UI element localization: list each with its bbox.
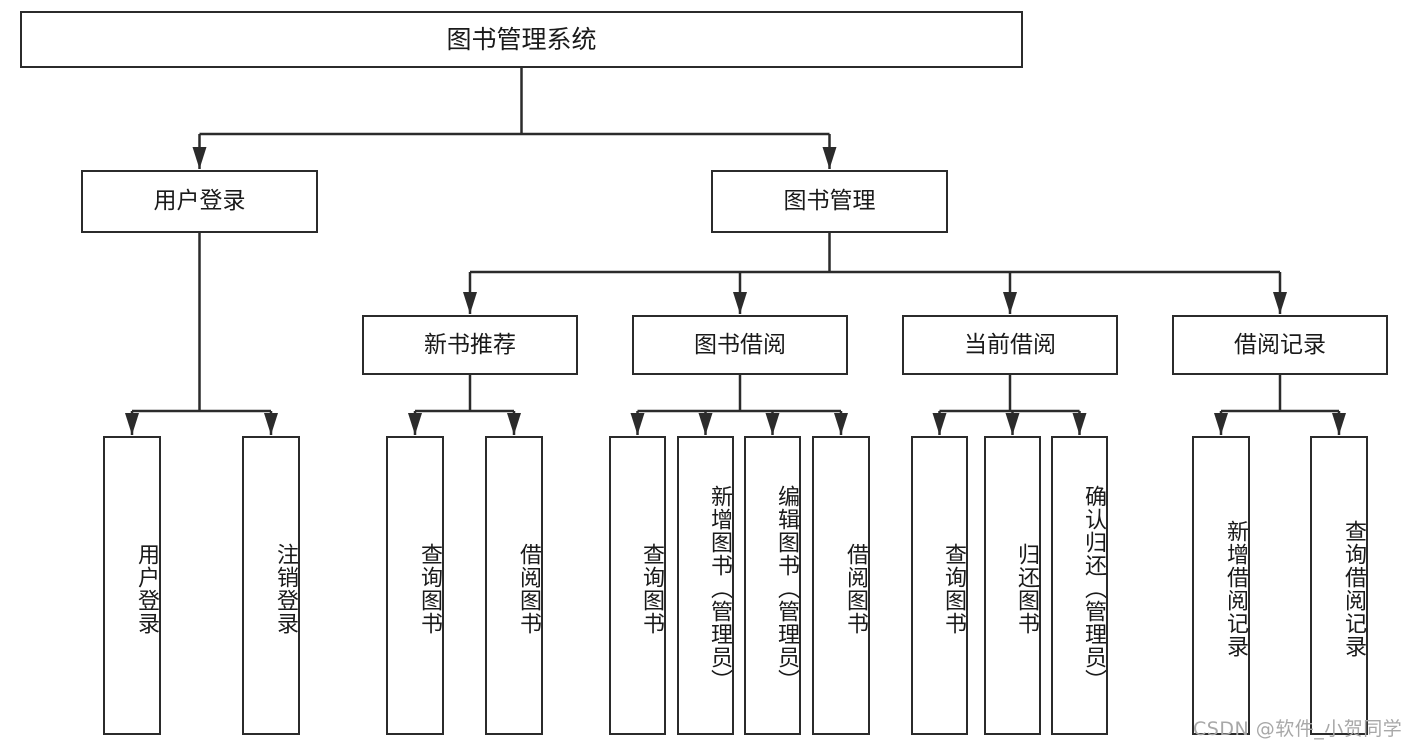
arrow-head <box>630 413 645 435</box>
node-label: 图书管理系统 <box>446 25 597 54</box>
arrow-head <box>698 413 713 435</box>
node-records[interactable]: 借阅记录 <box>1172 315 1388 375</box>
node-label: 查询图书 <box>941 542 966 635</box>
arrow-head <box>1332 413 1346 435</box>
arrow-head <box>932 413 947 435</box>
node-current[interactable]: 当前借阅 <box>902 315 1118 375</box>
node-label: 编辑图书（管理员） <box>774 485 799 692</box>
node-label: 用户登录 <box>153 188 246 215</box>
node-label: 图书借阅 <box>694 331 786 358</box>
node-leaf10[interactable]: 归还图书 <box>984 436 1041 735</box>
arrow-head <box>125 413 139 435</box>
node-leaf5[interactable]: 查询图书 <box>609 436 666 735</box>
node-label: 借阅记录 <box>1234 331 1326 358</box>
arrow-head <box>463 292 477 314</box>
arrow-head <box>822 147 837 169</box>
arrow-head <box>1003 292 1017 314</box>
node-leaf2[interactable]: 注销登录 <box>242 436 300 735</box>
node-label: 查询借阅记录 <box>1341 519 1366 658</box>
arrow-head <box>408 413 422 435</box>
arrow-head <box>1005 413 1020 435</box>
node-login[interactable]: 用户登录 <box>81 170 318 233</box>
node-label: 注销登录 <box>273 542 298 635</box>
node-label: 借阅图书 <box>843 542 868 635</box>
node-leaf4[interactable]: 借阅图书 <box>485 436 543 735</box>
node-label: 用户登录 <box>134 542 159 635</box>
node-label: 查询图书 <box>639 542 664 635</box>
node-leaf7[interactable]: 编辑图书（管理员） <box>744 436 801 735</box>
node-newbook[interactable]: 新书推荐 <box>362 315 578 375</box>
node-label: 归还图书 <box>1014 542 1039 635</box>
arrow-head <box>1273 292 1287 314</box>
node-label: 确认归还（管理员） <box>1081 485 1106 692</box>
node-borrow[interactable]: 图书借阅 <box>632 315 848 375</box>
node-leaf13[interactable]: 查询借阅记录 <box>1310 436 1368 735</box>
arrow-head <box>1072 413 1087 435</box>
arrow-head <box>765 413 780 435</box>
node-label: 新增借阅记录 <box>1223 519 1248 658</box>
node-leaf3[interactable]: 查询图书 <box>386 436 444 735</box>
node-leaf12[interactable]: 新增借阅记录 <box>1192 436 1250 735</box>
node-root[interactable]: 图书管理系统 <box>20 11 1023 68</box>
node-label: 图书管理 <box>783 188 876 215</box>
node-label: 新书推荐 <box>424 331 516 358</box>
node-label: 借阅图书 <box>516 542 541 635</box>
node-leaf6[interactable]: 新增图书（管理员） <box>677 436 734 735</box>
node-leaf11[interactable]: 确认归还（管理员） <box>1051 436 1108 735</box>
node-label: 新增图书（管理员） <box>707 485 732 692</box>
node-leaf9[interactable]: 查询图书 <box>911 436 968 735</box>
arrow-head <box>1214 413 1228 435</box>
watermark-label: CSDN @软件_小贺同学 <box>1193 718 1403 740</box>
node-leaf1[interactable]: 用户登录 <box>103 436 161 735</box>
arrow-head <box>264 413 278 435</box>
node-leaf8[interactable]: 借阅图书 <box>812 436 870 735</box>
node-label: 查询图书 <box>417 542 442 635</box>
node-label: 当前借阅 <box>964 331 1056 358</box>
arrow-head <box>834 413 848 435</box>
node-bookmgmt[interactable]: 图书管理 <box>711 170 948 233</box>
arrow-head <box>733 292 747 314</box>
arrow-head <box>507 413 521 435</box>
arrow-head <box>192 147 207 169</box>
